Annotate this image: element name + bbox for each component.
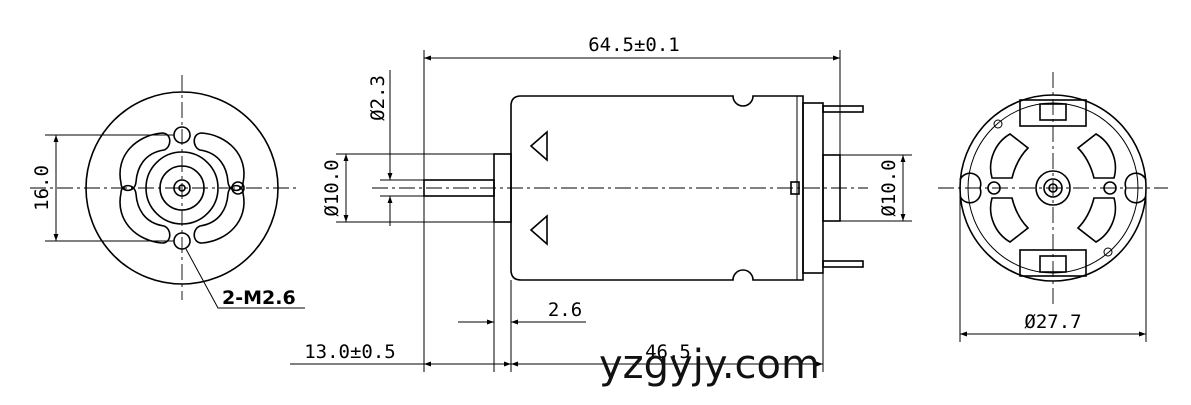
brush-holder-top <box>1019 99 1087 127</box>
rear-view-slot-lr <box>1076 197 1117 243</box>
terminal-top <box>822 105 864 113</box>
motor-body <box>510 95 804 281</box>
rear-view-notch-right <box>1124 172 1147 204</box>
rear-view-rivet-1 <box>993 119 1003 129</box>
polarity-mark-bottom <box>529 214 548 246</box>
rear-view-notch-left <box>959 172 982 204</box>
brush-top <box>1039 103 1067 121</box>
rear-view: Ø27.7 <box>938 72 1168 342</box>
front-view: 16.0 2-M2.6 <box>30 75 305 309</box>
rear-view-hole-left <box>987 181 1001 195</box>
front-view-shaft-center <box>178 184 186 192</box>
front-view-boss-outer <box>145 151 219 225</box>
front-view-shaft <box>173 179 191 197</box>
polarity-mark-top <box>529 130 548 162</box>
rear-view-slot-ll <box>989 197 1030 243</box>
watermark: yzgyjy.com <box>599 342 820 388</box>
brush-holder-bottom <box>1019 249 1087 277</box>
body-diameter-label: Ø27.7 <box>1024 311 1081 333</box>
rear-boss <box>822 154 841 222</box>
shaft-length-label: 13.0±0.5 <box>304 341 396 363</box>
rear-view-shaft <box>1048 183 1058 193</box>
front-view-slot-ll <box>119 184 171 244</box>
rear-view-bearing-outer <box>1035 170 1071 206</box>
mount-holes-label: 2-M2.6 <box>222 287 296 309</box>
rear-view-slot-ul <box>989 133 1030 179</box>
rear-view-inner-ring <box>967 102 1139 274</box>
side-view: 64.5±0.1 Ø2.3 Ø10.0 Ø10.0 2.6 13.0±0.5 <box>290 34 912 372</box>
rear-view-slot-ur <box>1076 133 1117 179</box>
overall-length-label: 64.5±0.1 <box>588 34 680 56</box>
rear-view-rivet-2 <box>1103 247 1113 257</box>
brush-marker <box>790 181 800 195</box>
boss-diameter-right-label: Ø10.0 <box>878 159 900 216</box>
front-view-vent-hole <box>231 181 245 195</box>
front-view-boss-inner <box>159 165 205 211</box>
terminal-bottom <box>822 260 864 268</box>
mount-hole-leader <box>185 248 305 309</box>
boss-length-label: 2.6 <box>548 299 582 321</box>
front-view-body-circle <box>85 91 279 285</box>
boss-diameter-left-label: Ø10.0 <box>321 159 343 216</box>
front-view-slot-lr <box>193 184 245 244</box>
brush-bottom <box>1039 255 1067 273</box>
rear-view-bearing-inner <box>1043 178 1063 198</box>
front-view-slot-ul <box>119 132 171 192</box>
rear-view-hole-right <box>1103 181 1117 195</box>
body-length-label: 46.5 <box>645 341 691 363</box>
shaft-diameter-label: Ø2.3 <box>367 75 389 121</box>
hole-spacing-label: 16.0 <box>31 165 53 211</box>
